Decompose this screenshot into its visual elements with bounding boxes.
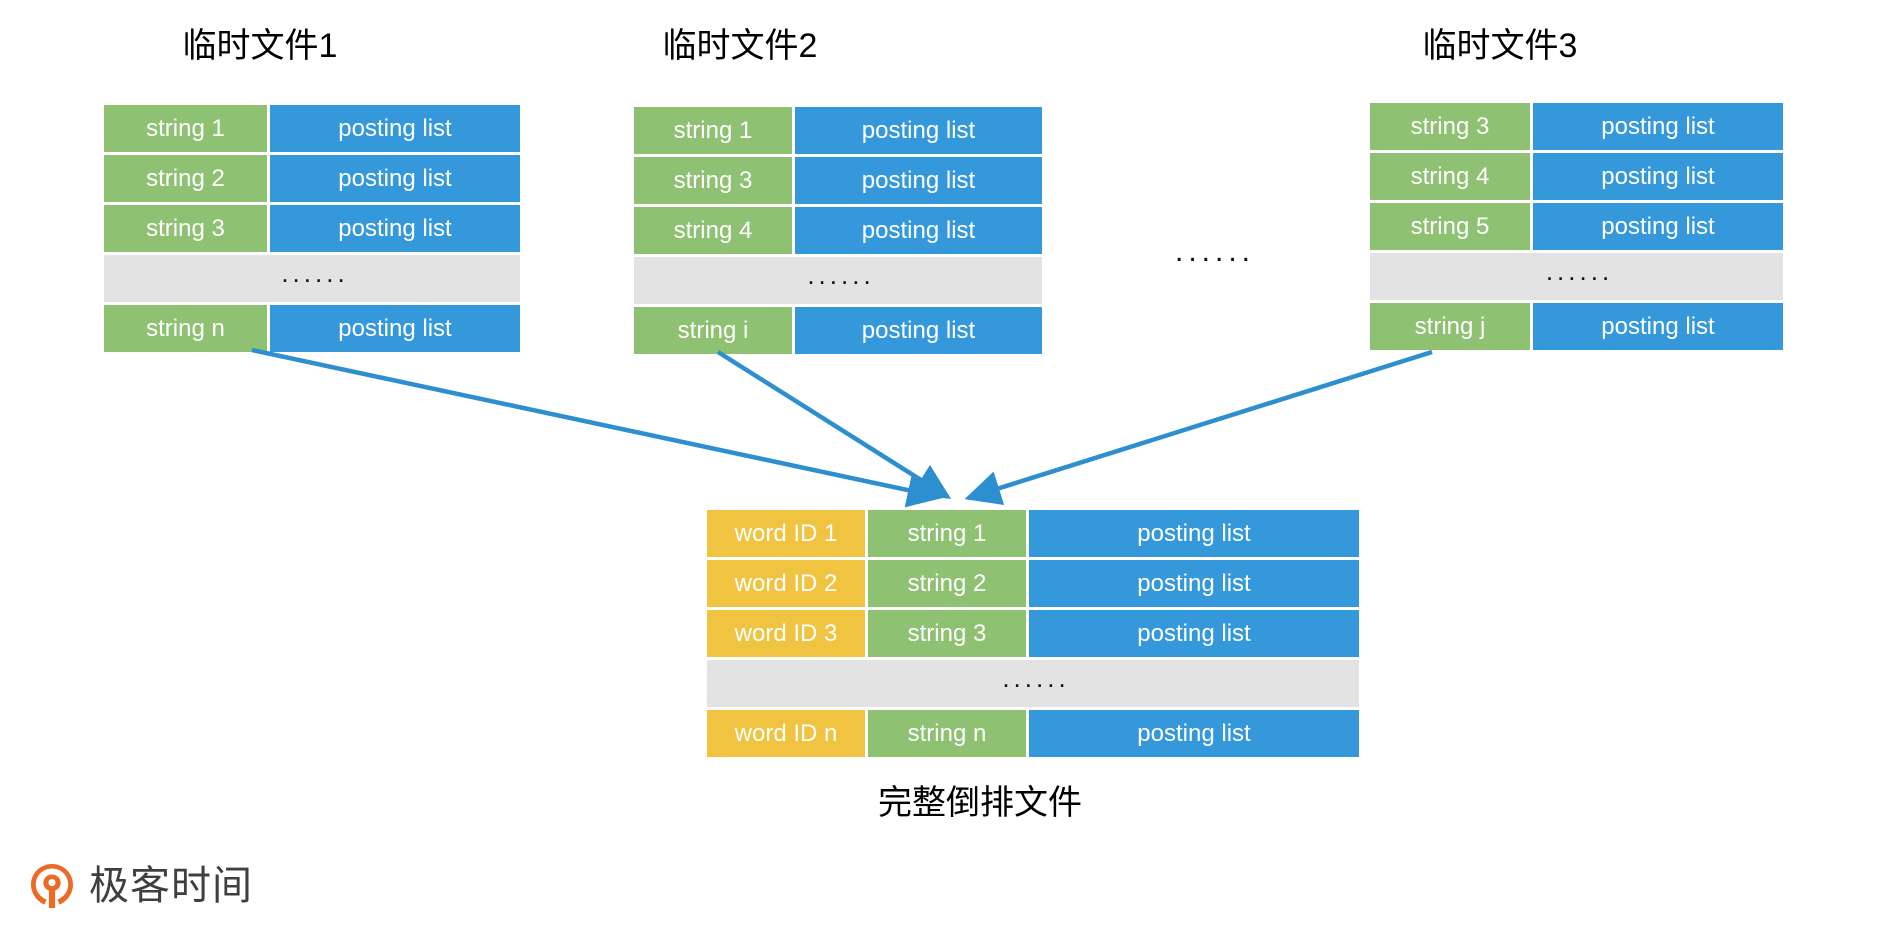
ellipsis-cell: ......: [634, 257, 1042, 304]
table-row-ellipsis: ......: [1370, 253, 1783, 300]
table-row-ellipsis: ......: [707, 660, 1359, 707]
word-id-cell: word ID n: [707, 710, 865, 757]
ellipsis-cell: ......: [1370, 253, 1783, 300]
string-cell: string 3: [868, 610, 1026, 657]
string-cell: string i: [634, 307, 792, 354]
posting-list-cell: posting list: [1029, 610, 1359, 657]
string-cell: string 1: [634, 107, 792, 154]
posting-list-cell: posting list: [795, 157, 1042, 204]
temp-file-2-table: string 1 posting list string 3 posting l…: [634, 107, 1042, 354]
word-id-cell: word ID 3: [707, 610, 865, 657]
table-row[interactable]: string 3 posting list: [104, 205, 520, 252]
table-row[interactable]: word ID n string n posting list: [707, 710, 1359, 757]
string-cell: string 2: [868, 560, 1026, 607]
posting-list-cell: posting list: [1029, 560, 1359, 607]
table-row[interactable]: string j posting list: [1370, 303, 1783, 350]
table-row-ellipsis: ......: [104, 255, 520, 302]
temp-file-1-table: string 1 posting list string 2 posting l…: [104, 105, 520, 352]
table-row[interactable]: string 3 posting list: [634, 157, 1042, 204]
table-row[interactable]: string 4 posting list: [1370, 153, 1783, 200]
ellipsis-text: ......: [281, 257, 349, 288]
geektime-logo-text: 极客时间: [89, 864, 253, 908]
table-row[interactable]: string 4 posting list: [634, 207, 1042, 254]
table-row[interactable]: string n posting list: [104, 305, 520, 352]
string-cell: string n: [868, 710, 1026, 757]
posting-list-cell: posting list: [270, 305, 520, 352]
string-cell: string 1: [868, 510, 1026, 557]
posting-list-cell: posting list: [1029, 510, 1359, 557]
posting-list-cell: posting list: [795, 307, 1042, 354]
posting-list-cell: posting list: [1029, 710, 1359, 757]
table-row[interactable]: string i posting list: [634, 307, 1042, 354]
geektime-logo: 极客时间: [28, 862, 253, 910]
table-row[interactable]: string 1 posting list: [634, 107, 1042, 154]
string-cell: string 2: [104, 155, 267, 202]
posting-list-cell: posting list: [795, 107, 1042, 154]
ellipsis-text: ......: [1545, 255, 1614, 286]
posting-list-cell: posting list: [795, 207, 1042, 254]
temp-file-3-table: string 3 posting list string 4 posting l…: [1370, 103, 1783, 350]
ellipsis-cell: ......: [104, 255, 520, 302]
table-row[interactable]: string 1 posting list: [104, 105, 520, 152]
posting-list-cell: posting list: [270, 205, 520, 252]
ellipsis-text: ......: [1002, 662, 1070, 693]
temp-file-3-title: 临时文件3: [1422, 27, 1578, 65]
string-cell: string 4: [634, 207, 792, 254]
posting-list-cell: posting list: [270, 105, 520, 152]
string-cell: string 5: [1370, 203, 1530, 250]
table-row[interactable]: string 3 posting list: [1370, 103, 1783, 150]
posting-list-cell: posting list: [1533, 153, 1783, 200]
arrow-from-temp-file-1: [251, 347, 944, 508]
string-cell: string 4: [1370, 153, 1530, 200]
ellipsis-text: ......: [807, 259, 875, 290]
arrow-from-temp-file-3: [964, 349, 1433, 506]
between-files-ellipsis: ......: [1175, 235, 1256, 268]
arrow-from-temp-file-2: [716, 350, 952, 499]
word-id-cell: word ID 2: [707, 560, 865, 607]
table-row[interactable]: word ID 3 string 3 posting list: [707, 610, 1359, 657]
geektime-logo-icon: [28, 862, 76, 910]
merged-file-caption: 完整倒排文件: [878, 784, 1082, 822]
ellipsis-cell: ......: [707, 660, 1359, 707]
string-cell: string j: [1370, 303, 1530, 350]
posting-list-cell: posting list: [1533, 103, 1783, 150]
table-row[interactable]: word ID 1 string 1 posting list: [707, 510, 1359, 557]
posting-list-cell: posting list: [1533, 303, 1783, 350]
string-cell: string 1: [104, 105, 267, 152]
posting-list-cell: posting list: [270, 155, 520, 202]
string-cell: string n: [104, 305, 267, 352]
merged-inverted-file-table: word ID 1 string 1 posting list word ID …: [707, 510, 1359, 757]
table-row-ellipsis: ......: [634, 257, 1042, 304]
word-id-cell: word ID 1: [707, 510, 865, 557]
string-cell: string 3: [1370, 103, 1530, 150]
temp-file-1-title: 临时文件1: [182, 27, 338, 65]
posting-list-cell: posting list: [1533, 203, 1783, 250]
string-cell: string 3: [104, 205, 267, 252]
table-row[interactable]: word ID 2 string 2 posting list: [707, 560, 1359, 607]
temp-file-2-title: 临时文件2: [662, 27, 818, 65]
string-cell: string 3: [634, 157, 792, 204]
table-row[interactable]: string 2 posting list: [104, 155, 520, 202]
table-row[interactable]: string 5 posting list: [1370, 203, 1783, 250]
